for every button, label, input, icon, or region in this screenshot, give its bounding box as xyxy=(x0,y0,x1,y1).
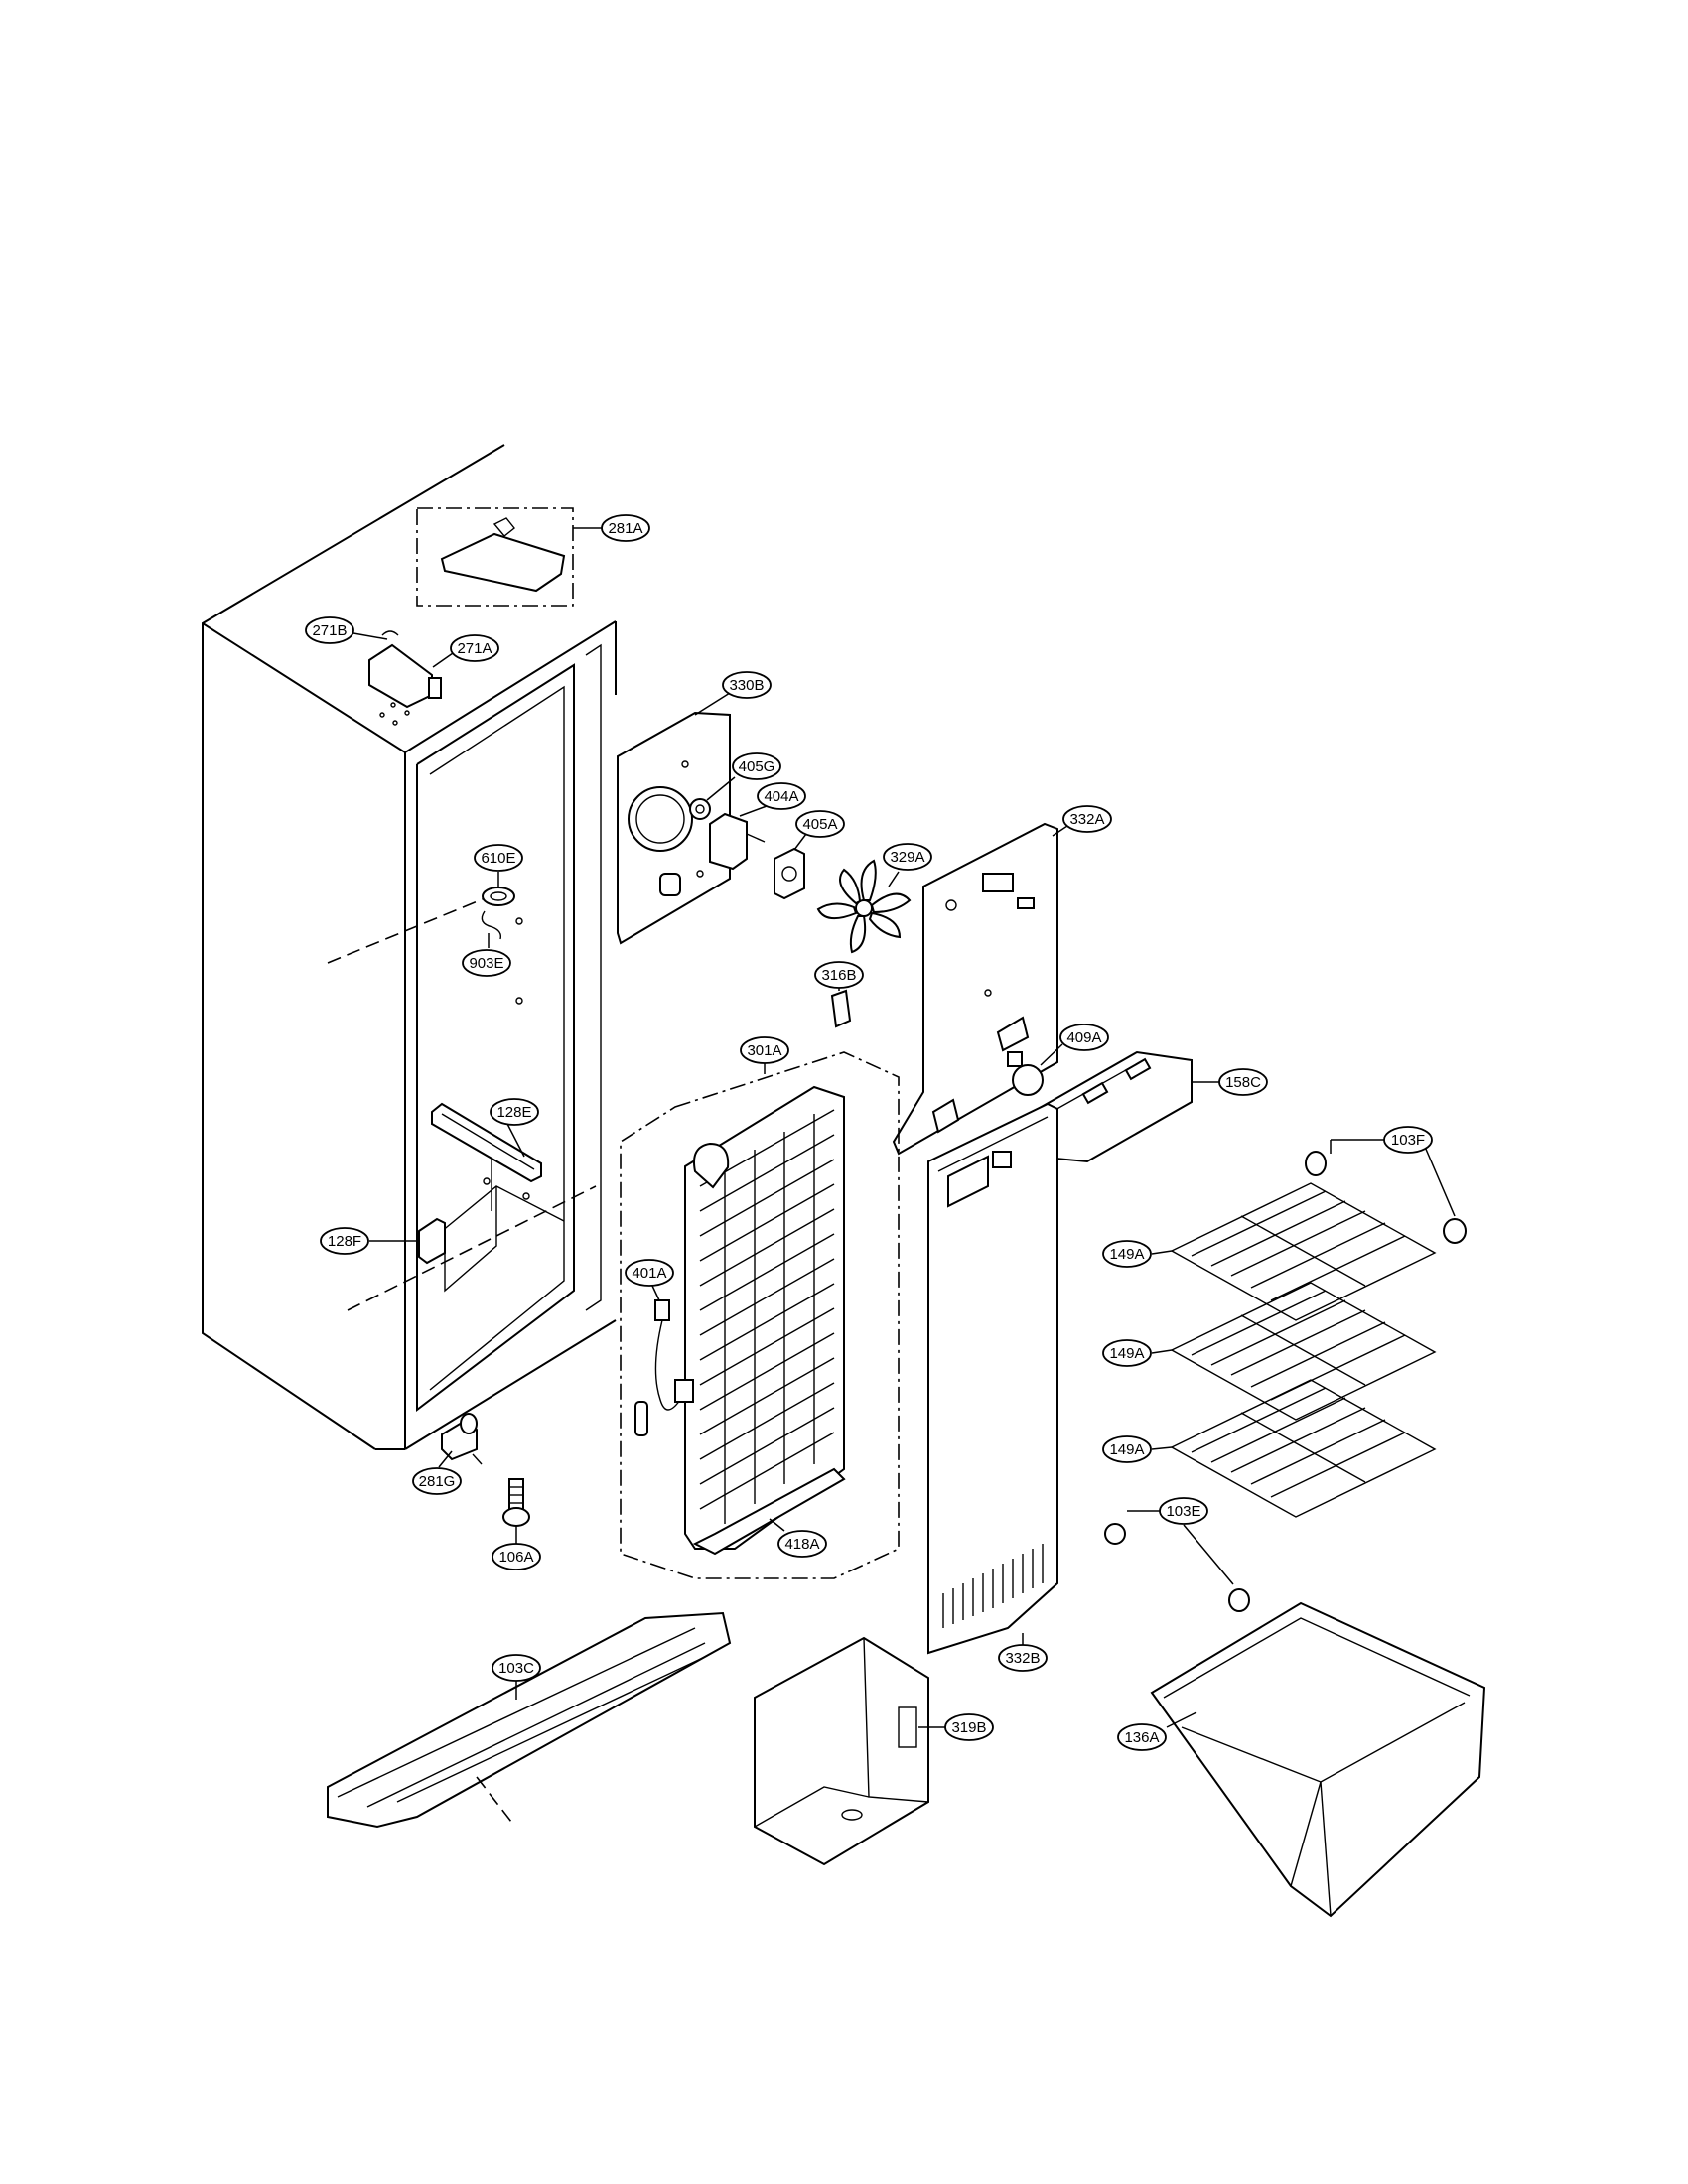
part-610e-903e xyxy=(481,872,515,948)
svg-text:319B: 319B xyxy=(951,1719,986,1736)
part-106a-leg xyxy=(502,1478,530,1544)
svg-text:418A: 418A xyxy=(784,1536,819,1553)
svg-text:158C: 158C xyxy=(1225,1074,1261,1091)
label-281g: 281G xyxy=(412,1467,462,1495)
label-404a: 404A xyxy=(757,782,806,810)
label-271b: 271B xyxy=(305,616,354,644)
leader-418a xyxy=(769,1518,785,1532)
part-281a-bracket xyxy=(416,507,603,607)
label-128f: 128F xyxy=(320,1227,369,1255)
label-903e: 903E xyxy=(462,949,511,977)
part-329a-fan-blade xyxy=(816,859,912,954)
label-418a: 418A xyxy=(777,1530,827,1558)
svg-text:128E: 128E xyxy=(496,1104,531,1121)
svg-text:106A: 106A xyxy=(498,1549,533,1566)
part-149a-shelf-middle xyxy=(1151,1282,1437,1421)
part-158c-lamp-cover xyxy=(1031,1050,1219,1163)
label-329a: 329A xyxy=(883,843,932,871)
svg-text:409A: 409A xyxy=(1066,1029,1101,1046)
evaporator-coils xyxy=(699,1109,835,1524)
part-103c-bottom-rail xyxy=(327,1611,732,1829)
svg-text:103E: 103E xyxy=(1166,1503,1200,1520)
svg-text:405G: 405G xyxy=(739,758,775,775)
label-319b: 319B xyxy=(944,1713,994,1741)
label-106a: 106A xyxy=(492,1543,541,1570)
part-409a-lamp xyxy=(1007,1043,1063,1096)
label-128e: 128E xyxy=(490,1098,539,1126)
svg-text:405A: 405A xyxy=(802,816,837,833)
part-103e-stoppers xyxy=(1104,1510,1250,1612)
part-330b-fan-housing xyxy=(617,692,731,945)
part-149a-shelf-bottom xyxy=(1151,1379,1437,1518)
part-319b-drain-pan xyxy=(754,1636,945,1866)
svg-text:316B: 316B xyxy=(821,967,856,984)
svg-text:610E: 610E xyxy=(481,850,515,867)
label-401a: 401A xyxy=(625,1259,674,1287)
label-409a: 409A xyxy=(1059,1024,1109,1051)
svg-text:903E: 903E xyxy=(469,955,503,972)
label-330b: 330B xyxy=(722,671,772,699)
svg-text:128F: 128F xyxy=(328,1233,361,1250)
label-405g: 405G xyxy=(732,752,781,780)
svg-text:329A: 329A xyxy=(890,849,924,866)
svg-text:401A: 401A xyxy=(632,1265,666,1282)
label-332a: 332A xyxy=(1062,805,1112,833)
label-136a: 136A xyxy=(1117,1723,1167,1751)
svg-text:271B: 271B xyxy=(312,622,347,639)
label-103e: 103E xyxy=(1159,1497,1208,1525)
svg-text:404A: 404A xyxy=(764,788,798,805)
label-149a-middle: 149A xyxy=(1102,1339,1152,1367)
label-149a-top: 149A xyxy=(1102,1240,1152,1268)
svg-text:332B: 332B xyxy=(1005,1650,1040,1667)
part-281g-hinge xyxy=(438,1413,483,1468)
label-610e: 610E xyxy=(474,844,523,872)
svg-text:103C: 103C xyxy=(498,1660,534,1677)
svg-text:332A: 332A xyxy=(1069,811,1104,828)
part-271a-271b xyxy=(352,630,454,709)
label-405a: 405A xyxy=(795,810,845,838)
panel-vents xyxy=(942,1544,1044,1628)
svg-text:271A: 271A xyxy=(457,640,492,657)
label-316b: 316B xyxy=(814,961,864,989)
part-316b-pad xyxy=(830,988,852,1028)
part-136a-bin xyxy=(1150,1601,1486,1918)
part-128f-bracket xyxy=(369,1217,446,1265)
part-332a-cover-plate xyxy=(892,822,1068,1156)
part-128e-rail xyxy=(431,1102,542,1183)
part-401a-wire-harness xyxy=(634,1285,694,1436)
part-301a-evaporator xyxy=(620,1051,900,1579)
part-332b-back-panel xyxy=(927,1102,1058,1655)
svg-text:136A: 136A xyxy=(1124,1729,1159,1746)
label-281a: 281A xyxy=(601,514,650,542)
label-103c: 103C xyxy=(492,1654,541,1682)
svg-text:301A: 301A xyxy=(747,1042,781,1059)
label-332b: 332B xyxy=(998,1644,1048,1672)
svg-text:281G: 281G xyxy=(419,1473,456,1490)
label-271a: 271A xyxy=(450,634,499,662)
label-103f: 103F xyxy=(1383,1126,1433,1154)
svg-text:149A: 149A xyxy=(1109,1441,1144,1458)
svg-text:281A: 281A xyxy=(608,520,642,537)
part-103f-stoppers xyxy=(1305,1139,1467,1244)
svg-text:330B: 330B xyxy=(729,677,764,694)
svg-text:149A: 149A xyxy=(1109,1246,1144,1263)
label-149a-bottom: 149A xyxy=(1102,1435,1152,1463)
label-301a: 301A xyxy=(740,1036,789,1064)
label-158c: 158C xyxy=(1218,1068,1268,1096)
part-149a-shelf-top xyxy=(1151,1182,1437,1321)
part-motor-assembly xyxy=(689,776,807,900)
refrigerator-cabinet xyxy=(202,444,617,1450)
svg-text:103F: 103F xyxy=(1391,1132,1425,1149)
part-labels: 281A 271B 271A 330B 405G 404A 405A 329A xyxy=(305,514,1433,1751)
svg-text:149A: 149A xyxy=(1109,1345,1144,1362)
